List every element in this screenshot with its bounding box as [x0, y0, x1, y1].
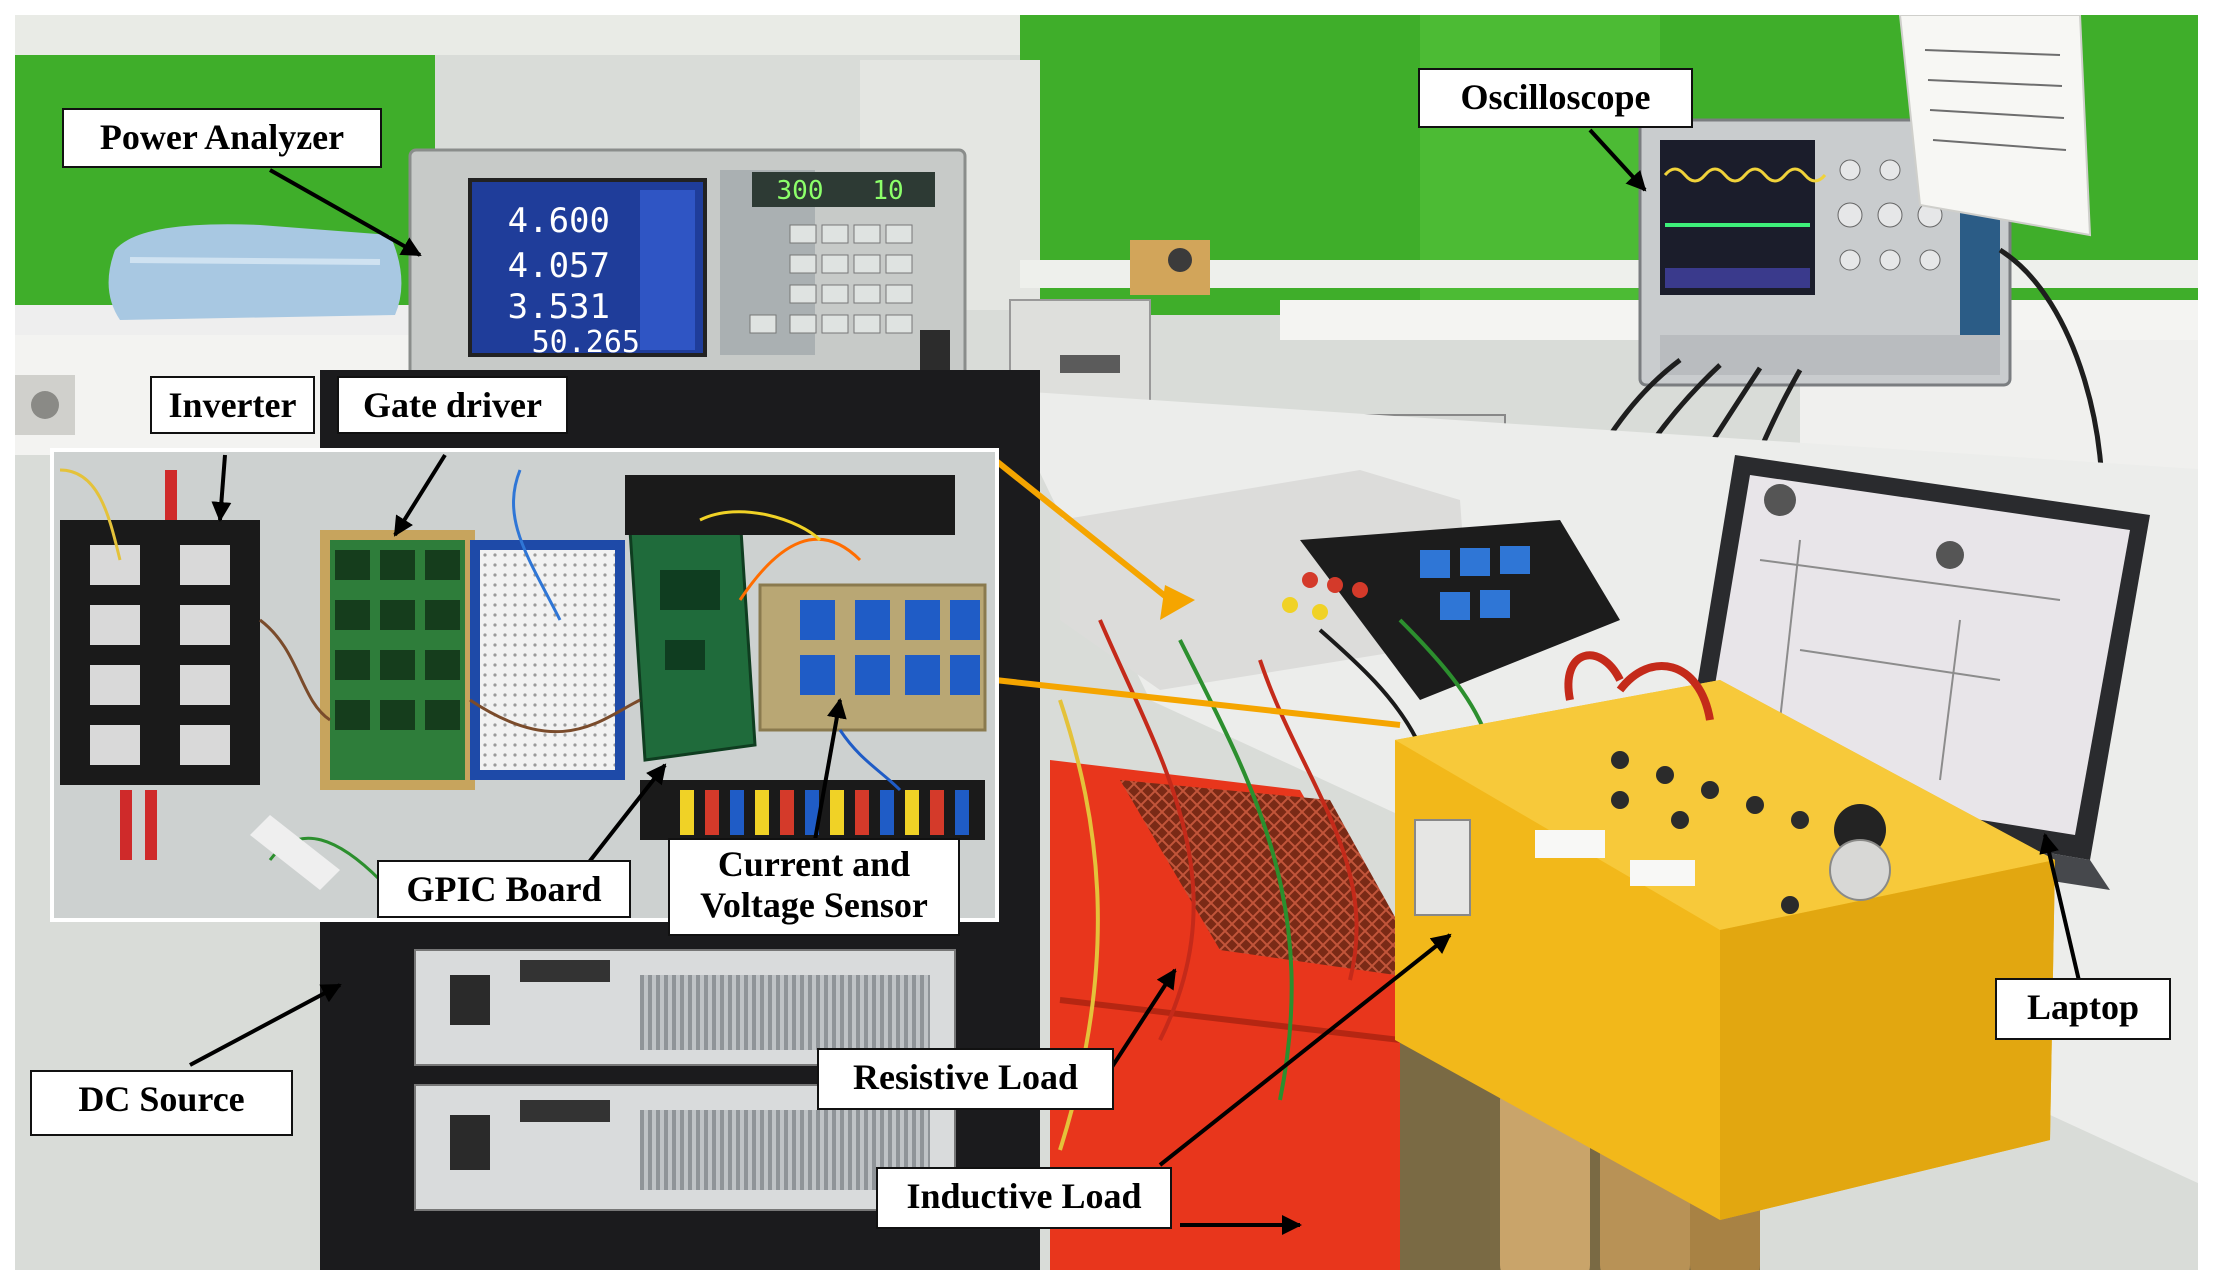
- breadboard: [470, 540, 625, 780]
- label-sensor-line1: Current and: [717, 844, 911, 884]
- label-sensor-line2: Voltage Sensor: [700, 885, 928, 926]
- label-oscilloscope: Oscilloscope: [1418, 68, 1693, 128]
- arrow-inductive-load-1: [1158, 933, 1452, 1167]
- power-analyzer-device: [408, 148, 967, 382]
- label-current-voltage-sensor: Current and Voltage Sensor: [668, 838, 960, 936]
- label-gate-driver: Gate driver: [337, 376, 568, 434]
- pa-reading-1: 4.600: [508, 201, 610, 241]
- arrow-resistive-load: [1108, 968, 1177, 1072]
- pa-reading-3: 3.531: [508, 287, 610, 327]
- pa-reading-4: 50.265: [532, 325, 640, 360]
- arrow-dc-source: [189, 983, 342, 1067]
- resistive-load-board: [1060, 470, 1620, 700]
- pa-range-2: 10: [872, 176, 903, 206]
- arrow-sensor: [813, 698, 847, 841]
- label-inverter: Inverter: [150, 376, 315, 434]
- inductive-load-device: [1395, 651, 2055, 1285]
- arrow-laptop: [2039, 833, 2082, 986]
- inset-photo: [50, 448, 999, 922]
- arrow-oscilloscope: [1588, 128, 1647, 192]
- label-resistive-load: Resistive Load: [817, 1048, 1114, 1110]
- arrow-inverter: [211, 454, 232, 522]
- label-power-analyzer: Power Analyzer: [62, 108, 382, 168]
- inset-callout-arrow: [994, 677, 1401, 728]
- pa-range-1: 300: [777, 176, 824, 206]
- label-gpic-board: GPIC Board: [377, 860, 631, 918]
- label-inductive-load: Inductive Load: [876, 1167, 1172, 1229]
- label-dc-source: DC Source: [30, 1070, 293, 1136]
- pa-reading-2: 4.057: [508, 246, 610, 286]
- label-laptop: Laptop: [1995, 978, 2171, 1040]
- arrow-power-analyzer: [269, 168, 422, 257]
- annotation-arrows: [189, 128, 2082, 1235]
- arrow-gate-driver: [393, 453, 447, 537]
- gpic-board: [628, 513, 757, 762]
